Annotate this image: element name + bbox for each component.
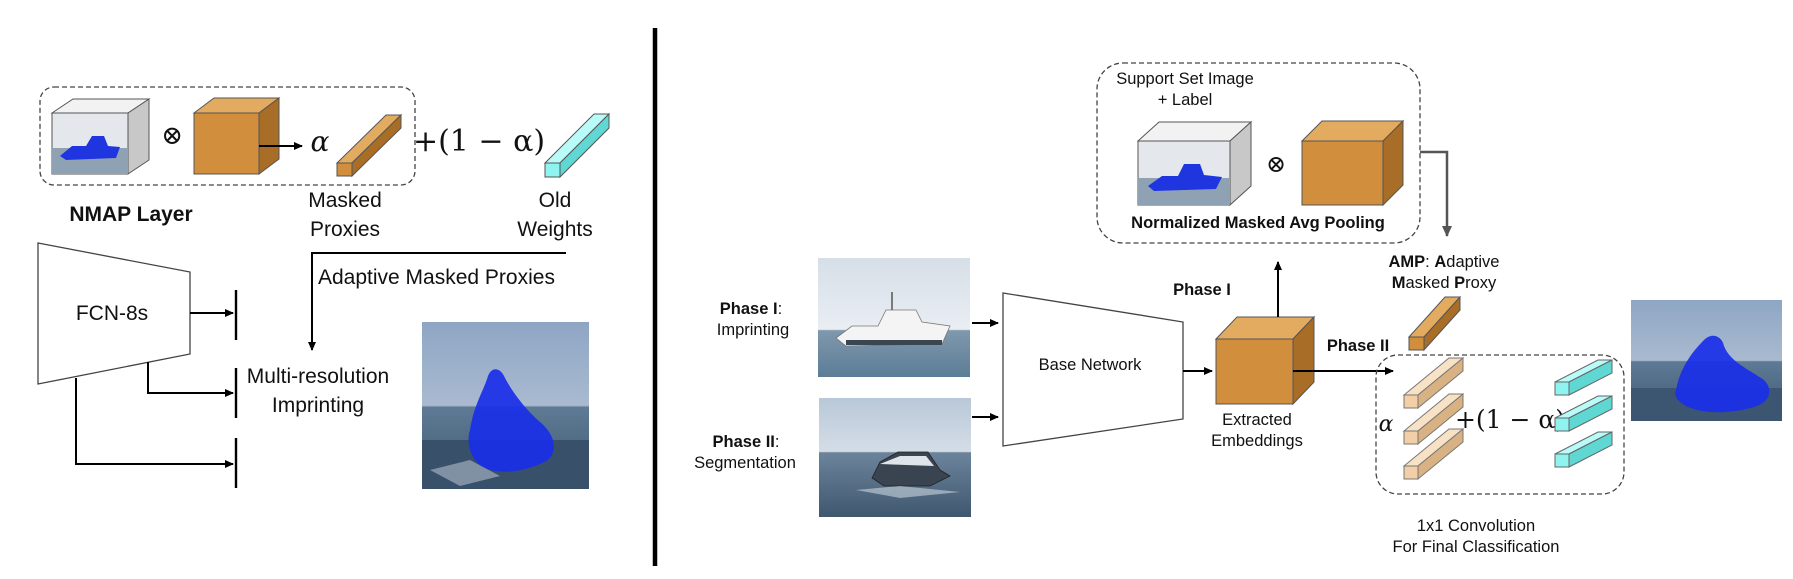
support-image-cube bbox=[1136, 120, 1253, 207]
adaptive-masked-proxies-label: Adaptive Masked Proxies bbox=[318, 266, 555, 289]
amp-label-2: Masked Proxy bbox=[1392, 274, 1497, 292]
multi-resolution-label: Multi-resolution bbox=[247, 365, 389, 388]
support-feature-cube bbox=[1300, 119, 1405, 207]
extracted-label-2: Embeddings bbox=[1211, 432, 1303, 450]
one-minus-alpha: +(1 − α) bbox=[413, 124, 545, 159]
base-network-label: Base Network bbox=[1039, 356, 1142, 374]
segmentation-result-photo-left bbox=[422, 322, 589, 489]
cyan-bar-2 bbox=[1554, 395, 1613, 432]
phase1-boat-photo bbox=[818, 258, 970, 377]
fcn-arrow-3 bbox=[75, 378, 234, 468]
phase1-arrow-label: Phase I bbox=[1173, 281, 1231, 299]
conv-label-2: For Final Classification bbox=[1393, 538, 1560, 556]
masked-image-cube bbox=[50, 98, 151, 175]
peach-bar-3 bbox=[1402, 427, 1465, 481]
phase1-input-label: Phase I: bbox=[720, 300, 782, 318]
amp-label-1: AMP: Adaptive bbox=[1389, 253, 1500, 271]
phase2-input-label: Phase II: bbox=[713, 433, 780, 451]
support-set-label-2: + Label bbox=[1158, 91, 1213, 109]
fcn-8s-block bbox=[37, 242, 191, 385]
support-set-label-1: Support Set Image bbox=[1116, 70, 1254, 88]
support-otimes: ⊗ bbox=[1266, 150, 1286, 178]
masked-proxy-bar bbox=[335, 113, 403, 178]
old-weights-label-1: Old bbox=[539, 189, 572, 212]
adaptive-proxies-arrow bbox=[308, 252, 566, 351]
nmap-layer-label: NMAP Layer bbox=[69, 203, 192, 226]
phase2-desc: Segmentation bbox=[694, 454, 796, 472]
nmap-layer-box bbox=[39, 86, 416, 186]
amp-proxy-bar bbox=[1407, 295, 1462, 352]
phase2-arrow-label: Phase II bbox=[1327, 337, 1389, 355]
segmentation-result-photo-right bbox=[1631, 300, 1782, 421]
extracted-embeddings-cube bbox=[1214, 315, 1316, 406]
masked-proxies-label-2: Proxies bbox=[310, 218, 380, 241]
conv-label-1: 1x1 Convolution bbox=[1417, 517, 1535, 535]
phase2-boat-photo bbox=[819, 398, 971, 517]
old-weights-bar bbox=[543, 112, 611, 179]
conv-one-minus-alpha: +(1 − α) bbox=[1455, 405, 1565, 434]
conv-alpha: α bbox=[1379, 412, 1394, 437]
otimes-symbol: ⊗ bbox=[161, 121, 183, 151]
alpha-symbol: α bbox=[311, 125, 330, 158]
support-to-amp-arrow bbox=[1420, 150, 1452, 237]
peach-bar-1 bbox=[1402, 356, 1465, 410]
fcn-8s-label: FCN-8s bbox=[76, 302, 148, 325]
imprinting-label: Imprinting bbox=[272, 394, 364, 417]
base-network-block bbox=[1002, 292, 1184, 447]
feature-cube bbox=[192, 97, 281, 175]
nmap-caption: Normalized Masked Avg Pooling bbox=[1131, 214, 1385, 232]
phase1-desc: Imprinting bbox=[717, 321, 789, 339]
peach-bar-2 bbox=[1402, 392, 1465, 446]
old-weights-label-2: Weights bbox=[517, 218, 592, 241]
fcn-arrow-2 bbox=[147, 362, 234, 397]
extracted-label-1: Extracted bbox=[1222, 411, 1292, 429]
masked-proxies-label-1: Masked bbox=[308, 189, 382, 212]
cyan-bar-1 bbox=[1554, 359, 1613, 396]
cyan-bar-3 bbox=[1554, 431, 1613, 468]
